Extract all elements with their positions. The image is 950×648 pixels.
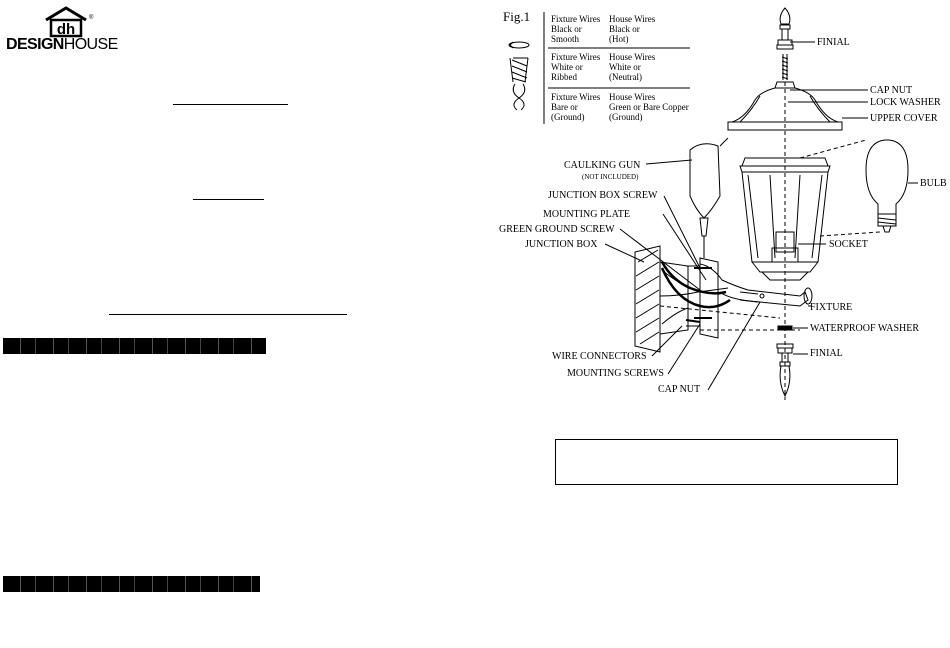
label-junction-box: JUNCTION BOX [525,239,598,250]
label-upper-cover: UPPER COVER [870,113,938,124]
caulking-gun-icon [689,137,729,258]
finial-bottom-icon [776,343,794,398]
label-finial-bottom: FINIAL [810,348,843,359]
exploded-view-diagram [508,7,918,400]
registered-mark: ® [89,15,94,21]
section-band-2 [3,576,260,592]
wire-row-1-house: House Wires Black or (Hot) [609,14,656,44]
heading-underline-3 [109,314,347,315]
design-house-logo: dh ® DESIGNHOUSE [6,6,126,54]
fixture-arm-icon [699,263,813,307]
note-box [555,439,898,485]
label-finial-top: FINIAL [817,37,850,48]
bulb-icon [865,139,909,233]
label-wire-connectors: WIRE CONNECTORS [552,351,647,362]
figure-label: Fig.1 [503,9,531,24]
label-caulking-gun: CAULKING GUN [564,160,641,171]
label-socket: SOCKET [829,239,868,250]
label-green-ground-screw: GREEN GROUND SCREW [499,224,615,235]
label-mounting-screws: MOUNTING SCREWS [567,368,664,379]
label-lock-washer: LOCK WASHER [870,97,941,108]
heading-underline-2 [193,199,264,200]
house-logo-icon: dh [45,6,87,38]
brand-bold: DESIGN [6,36,64,53]
lantern-body-icon [739,157,831,281]
upper-cover-icon [727,81,843,131]
finial-top-icon [776,7,794,50]
label-fixture: FIXTURE [810,302,853,313]
section-band-1 [3,338,266,354]
svg-text:dh: dh [57,21,75,38]
wire-row-3-house: House Wires Green or Bare Copper (Ground… [609,92,689,122]
brand-wordmark: DESIGNHOUSE [6,36,118,54]
wire-row-3-fixture: Fixture Wires Bare or (Ground) [551,92,601,122]
label-not-included: (NOT INCLUDED) [582,173,639,181]
label-waterproof-washer: WATERPROOF WASHER [810,323,919,334]
label-mounting-plate: MOUNTING PLATE [543,209,630,220]
twisted-wires-icon [508,41,530,111]
wire-row-1-fixture: Fixture Wires Black or Smooth [551,14,601,44]
label-bulb: BULB [920,178,947,189]
heading-underline-1 [173,104,288,105]
wire-row-2-fixture: Fixture Wires White or Ribbed [551,52,601,82]
label-cap-nut-bottom: CAP NUT [658,384,701,395]
wire-row-2-house: House Wires White or (Neutral) [609,52,656,82]
label-junction-box-screw: JUNCTION BOX SCREW [548,190,658,201]
label-cap-nut-top: CAP NUT [870,85,913,96]
brand-light: HOUSE [63,36,119,53]
